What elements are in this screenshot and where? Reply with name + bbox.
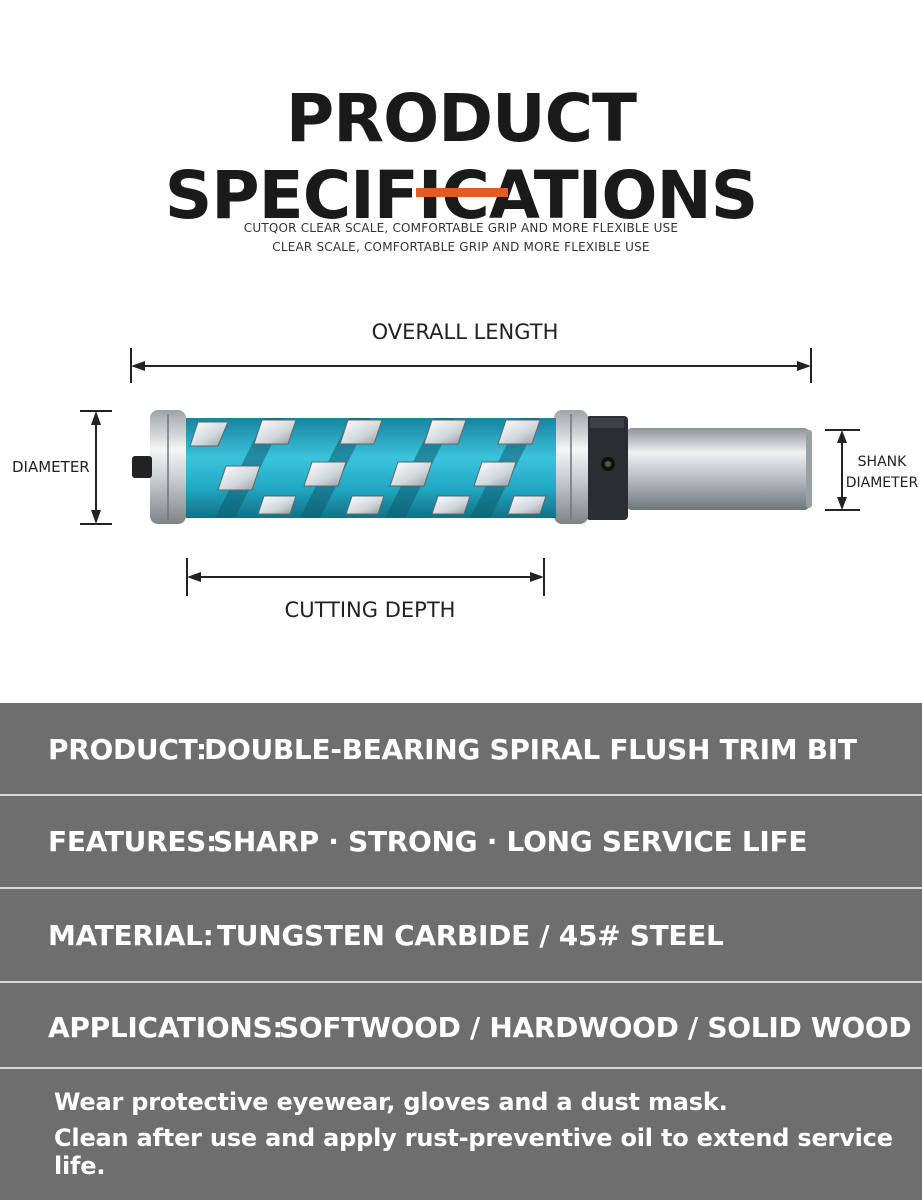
row-divider: [0, 981, 922, 983]
router-bit: [132, 410, 812, 524]
spec-value: DOUBLE-BEARING SPIRAL FLUSH TRIM BIT: [204, 733, 857, 766]
spec-key: APPLICATIONS:: [48, 1011, 284, 1044]
subtitle-line-2: CLEAR SCALE, COMFORTABLE GRIP AND MORE F…: [272, 240, 650, 254]
shank-label-line-1: SHANK: [857, 454, 907, 470]
cutting-depth-label: CUTTING DEPTH: [284, 598, 456, 622]
row-divider: [0, 887, 922, 889]
shank-label-line-2: DIAMETER: [845, 475, 919, 491]
care-note-line-1: Wear protective eyewear, gloves and a du…: [54, 1088, 728, 1116]
spec-key: FEATURES:: [48, 825, 217, 858]
diameter-dimension: [80, 410, 112, 525]
overall-length-dimension: [130, 348, 812, 383]
spec-key: MATERIAL:: [48, 919, 214, 952]
shank: [626, 428, 810, 510]
subtitle-line-1: CUTQOR CLEAR SCALE, COMFORTABLE GRIP AND…: [243, 221, 679, 235]
spec-panel: PRODUCT: DOUBLE-BEARING SPIRAL FLUSH TRI…: [0, 703, 922, 1200]
shank-diameter-label: SHANK DIAMETER: [842, 452, 922, 494]
spec-value: SHARP · STRONG · LONG SERVICE LIFE: [213, 825, 808, 858]
page-title: PRODUCT SPECIFICATIONS: [164, 80, 758, 234]
overall-length-label: OVERALL LENGTH: [371, 320, 559, 344]
router-bit-diagram: [80, 348, 860, 596]
bearing-screw: [132, 456, 152, 478]
row-divider: [0, 1067, 922, 1069]
shank-diameter-dimension: [825, 429, 860, 511]
cutting-depth-dimension: [186, 558, 545, 596]
spec-key: PRODUCT:: [48, 733, 207, 766]
spec-value: TUNGSTEN CARBIDE / 45# STEEL: [217, 919, 724, 952]
care-note-line-2: Clean after use and apply rust-preventiv…: [54, 1124, 893, 1180]
spec-value: SOFTWOOD / HARDWOOD / SOLID WOOD: [279, 1011, 912, 1044]
accent-divider: [416, 188, 508, 197]
row-divider: [0, 794, 922, 796]
diameter-label: DIAMETER: [12, 458, 90, 476]
